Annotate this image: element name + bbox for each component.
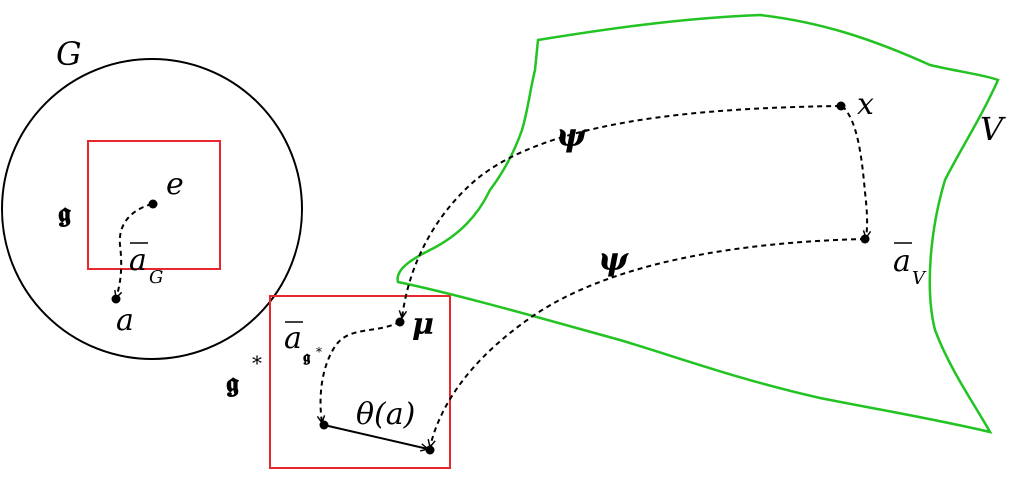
- label-action-g: a: [129, 243, 147, 278]
- arrow-psi-bottom: [430, 238, 866, 447]
- dual-algebra-box: [269, 295, 451, 469]
- group-circle: [1, 58, 303, 360]
- point-theta-end: [425, 445, 435, 455]
- arrow-x-to-av: [841, 105, 867, 238]
- label-dual-star: *: [252, 351, 262, 375]
- label-dual-algebra: 𝖌: [226, 366, 239, 399]
- label-psi-top: ψ: [556, 116, 587, 154]
- arrow-psi-top: [402, 105, 841, 318]
- label-element-a: a: [116, 303, 134, 338]
- label-action-dual: a: [284, 321, 302, 356]
- point-e: [148, 199, 158, 209]
- arrow-theta: [323, 424, 428, 449]
- label-psi-bottom: ψ: [598, 240, 629, 278]
- point-av: [860, 234, 870, 244]
- point-theta-start: [319, 420, 329, 430]
- point-x: [836, 101, 846, 111]
- label-manifold: V: [980, 110, 1006, 148]
- label-action-v-sub: V: [912, 268, 927, 289]
- label-moment: μ: [412, 307, 434, 342]
- label-lie-algebra: 𝖌: [58, 196, 71, 229]
- label-group: G: [56, 35, 82, 73]
- label-point-x: x: [857, 87, 874, 122]
- arrow-mu-to-theta-start: [321, 321, 401, 423]
- label-action-v: a: [893, 244, 911, 279]
- lie-algebra-box: [87, 140, 221, 270]
- arrow-e-to-a: [116, 203, 153, 298]
- point-mu: [395, 317, 405, 327]
- point-a: [111, 294, 121, 304]
- label-action-dual-sub: 𝖌: [303, 347, 311, 366]
- label-action-dual-subsup: *: [316, 345, 322, 359]
- label-action-g-sub: G: [149, 267, 163, 288]
- label-identity: e: [166, 167, 184, 202]
- label-theta: θ(a): [356, 397, 415, 432]
- manifold-outline: [396, 13, 1000, 434]
